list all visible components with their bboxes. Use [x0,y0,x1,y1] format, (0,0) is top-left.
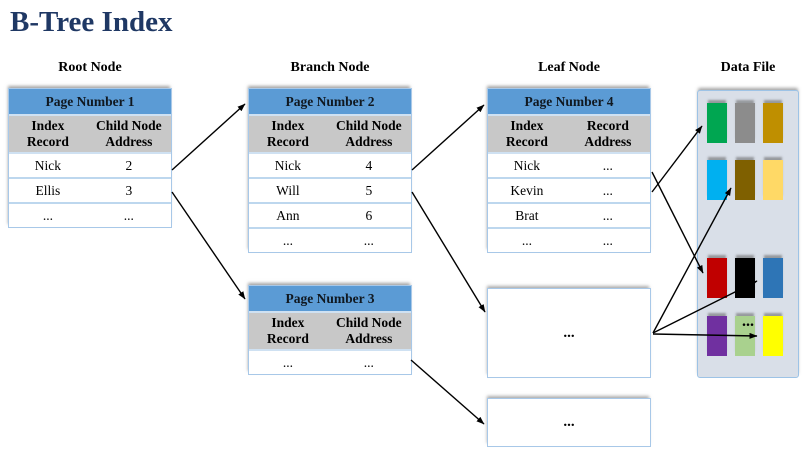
arrow-page3-row-to-box2 [410,359,485,425]
branch-node-table: Page Number 2 Index Record Child Node Ad… [248,88,412,253]
data-file-container: ... [697,90,799,378]
table-row: ... ... [488,229,650,252]
arrow-page4-row-kevin-to-block-green [651,125,703,193]
table-title-page2: Page Number 2 [249,89,411,116]
col-header-record-address: Record Address [584,117,632,149]
col-header-child-node-address: Child Node Address [96,117,162,149]
data-block-gray [735,103,755,143]
cell-child-address: 6 [365,207,373,223]
data-block-blue [763,258,783,298]
cell-child-address: ... [363,354,374,370]
column-label-branch-node: Branch Node [290,60,370,75]
col-header-index-record: Index Record [26,117,69,149]
leaf-node-collapsed-box-2: ... [487,398,651,447]
cell-index-record: ... [42,207,53,223]
column-label-root-node: Root Node [58,60,122,75]
table-row: ... ... [249,229,411,252]
cell-index-record: Nick [34,157,61,173]
cell-child-address: 5 [365,182,373,198]
cell-child-address: 2 [125,157,133,173]
table-row: Ann 6 [249,204,411,229]
table-row: ... ... [9,204,171,227]
cell-index-record: Ann [276,207,300,223]
table-column-headers: Index Record Child Node Address [249,116,411,154]
table-column-headers: Index Record Child Node Address [249,313,411,351]
leaf-node-collapsed-box-1: ... [487,288,651,378]
data-block-black [735,258,755,298]
cell-record-address: ... [602,182,613,198]
arrow-page2-row-nick-to-page4-header [411,104,485,171]
data-block-red [707,258,727,298]
data-file-ellipsis: ... [742,313,754,330]
cell-record-address: ... [602,232,613,248]
data-block-yellow [763,316,783,356]
column-label-leaf-node: Leaf Node [538,60,600,75]
arrow-page2-row-will-to-box1 [411,191,486,313]
cell-child-address: ... [363,232,374,248]
col-header-index-record: Index Record [266,117,309,149]
root-node-table: Page Number 1 Index Record Child Node Ad… [8,88,172,228]
cell-index-record: Will [276,182,300,198]
arrow-page1-row-nick-to-page2-header [171,103,246,171]
cell-index-record: ... [282,354,293,370]
cell-index-record: ... [521,232,532,248]
column-label-data-file: Data File [720,60,776,75]
data-block-olive [735,160,755,200]
col-header-index-record: Index Record [505,117,548,149]
data-block-cyan [707,160,727,200]
cell-index-record: Brat [515,207,539,223]
table-row: Brat ... [488,204,650,229]
col-header-child-node-address: Child Node Address [336,314,402,346]
page-title: B-Tree Index [10,6,173,38]
table-row: Kevin ... [488,179,650,204]
cell-index-record: Ellis [35,182,61,198]
table-row: Nick 2 [9,154,171,179]
table-row: Nick ... [488,154,650,179]
table-row: ... ... [249,351,411,374]
ellipsis-label: ... [563,324,575,341]
cell-index-record: Nick [274,157,301,173]
arrow-page1-row-ellis-to-page3-header [171,191,246,300]
cell-child-address: 4 [365,157,373,173]
table-row: Ellis 3 [9,179,171,204]
cell-index-record: ... [282,232,293,248]
col-header-child-node-address: Child Node Address [336,117,402,149]
cell-child-address: ... [123,207,134,223]
branch-node-table-page3: Page Number 3 Index Record Child Node Ad… [248,285,412,375]
cell-index-record: Nick [513,157,540,173]
ellipsis-label: ... [563,414,575,430]
cell-index-record: Kevin [510,182,544,198]
table-row: Will 5 [249,179,411,204]
cell-record-address: ... [602,157,613,173]
table-title-page3: Page Number 3 [249,286,411,313]
data-block-light-yellow [763,160,783,200]
col-header-index-record: Index Record [266,314,309,346]
table-column-headers: Index Record Child Node Address [9,116,171,154]
table-column-headers: Index Record Record Address [488,116,650,154]
leaf-node-table: Page Number 4 Index Record Record Addres… [487,88,651,253]
table-title-page1: Page Number 1 [9,89,171,116]
arrow-page4-row-nick-to-block-red [651,171,704,274]
cell-record-address: ... [602,207,613,223]
data-block-gold [763,103,783,143]
data-block-green [707,103,727,143]
cell-child-address: 3 [125,182,133,198]
table-title-page4: Page Number 4 [488,89,650,116]
table-row: Nick 4 [249,154,411,179]
